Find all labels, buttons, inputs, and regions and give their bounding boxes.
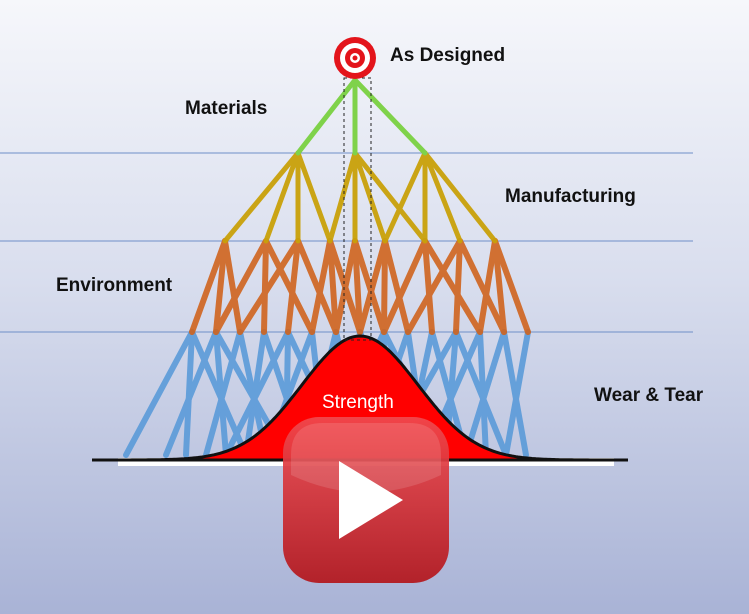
environment-branch	[422, 238, 435, 335]
wear-tear-branch	[503, 329, 531, 458]
environment-branch	[263, 238, 315, 335]
materials-branches	[295, 77, 428, 156]
environment-branch	[422, 238, 483, 335]
manufacturing-branches	[222, 150, 498, 244]
level-lines	[0, 152, 693, 333]
strength-curve	[92, 334, 628, 462]
target-icon	[334, 37, 376, 79]
environment-branch	[327, 238, 339, 335]
environment-branch	[309, 238, 333, 335]
environment-branch	[213, 238, 269, 335]
wear-tear-branch	[463, 329, 507, 458]
environment-branch	[213, 238, 228, 335]
manufacturing-branch	[422, 150, 498, 244]
manufacturing-branch	[382, 150, 428, 244]
materials-branch	[295, 77, 358, 156]
environment-branch	[352, 238, 363, 335]
environment-label: Environment	[56, 275, 173, 296]
manufacturing-branch	[263, 150, 301, 244]
wear-tear-branch	[163, 329, 219, 458]
environment-branch	[237, 238, 301, 335]
environment-branch	[405, 238, 463, 335]
wear-tear-label: Wear & Tear	[594, 385, 704, 406]
environment-branch	[189, 238, 228, 335]
environment-branch	[261, 238, 269, 335]
materials-branch	[352, 77, 428, 156]
manufacturing-branch	[327, 150, 358, 244]
manufacturing-branch	[422, 150, 463, 244]
manufacturing-branch	[352, 150, 388, 244]
play-button[interactable]	[281, 415, 451, 585]
manufacturing-branch	[222, 150, 301, 244]
environment-branch	[492, 238, 531, 335]
wear-tear-branch	[123, 329, 195, 458]
environment-branch	[477, 238, 498, 335]
environment-branch	[295, 238, 339, 335]
environment-branches	[189, 238, 531, 335]
environment-branch	[357, 238, 388, 335]
environment-branch	[382, 238, 411, 335]
environment-branch	[285, 238, 301, 335]
environment-branch	[333, 238, 358, 335]
materials-label: Materials	[185, 98, 268, 119]
environment-branch	[492, 238, 507, 335]
environment-branch	[222, 238, 243, 335]
strength-label: Strength	[322, 392, 394, 413]
environment-branch	[381, 238, 388, 335]
environment-branch	[381, 238, 428, 335]
manufacturing-branch	[295, 150, 333, 244]
play-icon	[339, 461, 403, 539]
wear-tear-branch	[203, 329, 243, 458]
environment-branch	[453, 238, 463, 335]
as-designed-label: As Designed	[390, 45, 506, 66]
wear-tear-branch	[223, 329, 291, 458]
environment-branch	[457, 238, 507, 335]
manufacturing-label: Manufacturing	[505, 186, 636, 207]
manufacturing-branch	[352, 150, 428, 244]
